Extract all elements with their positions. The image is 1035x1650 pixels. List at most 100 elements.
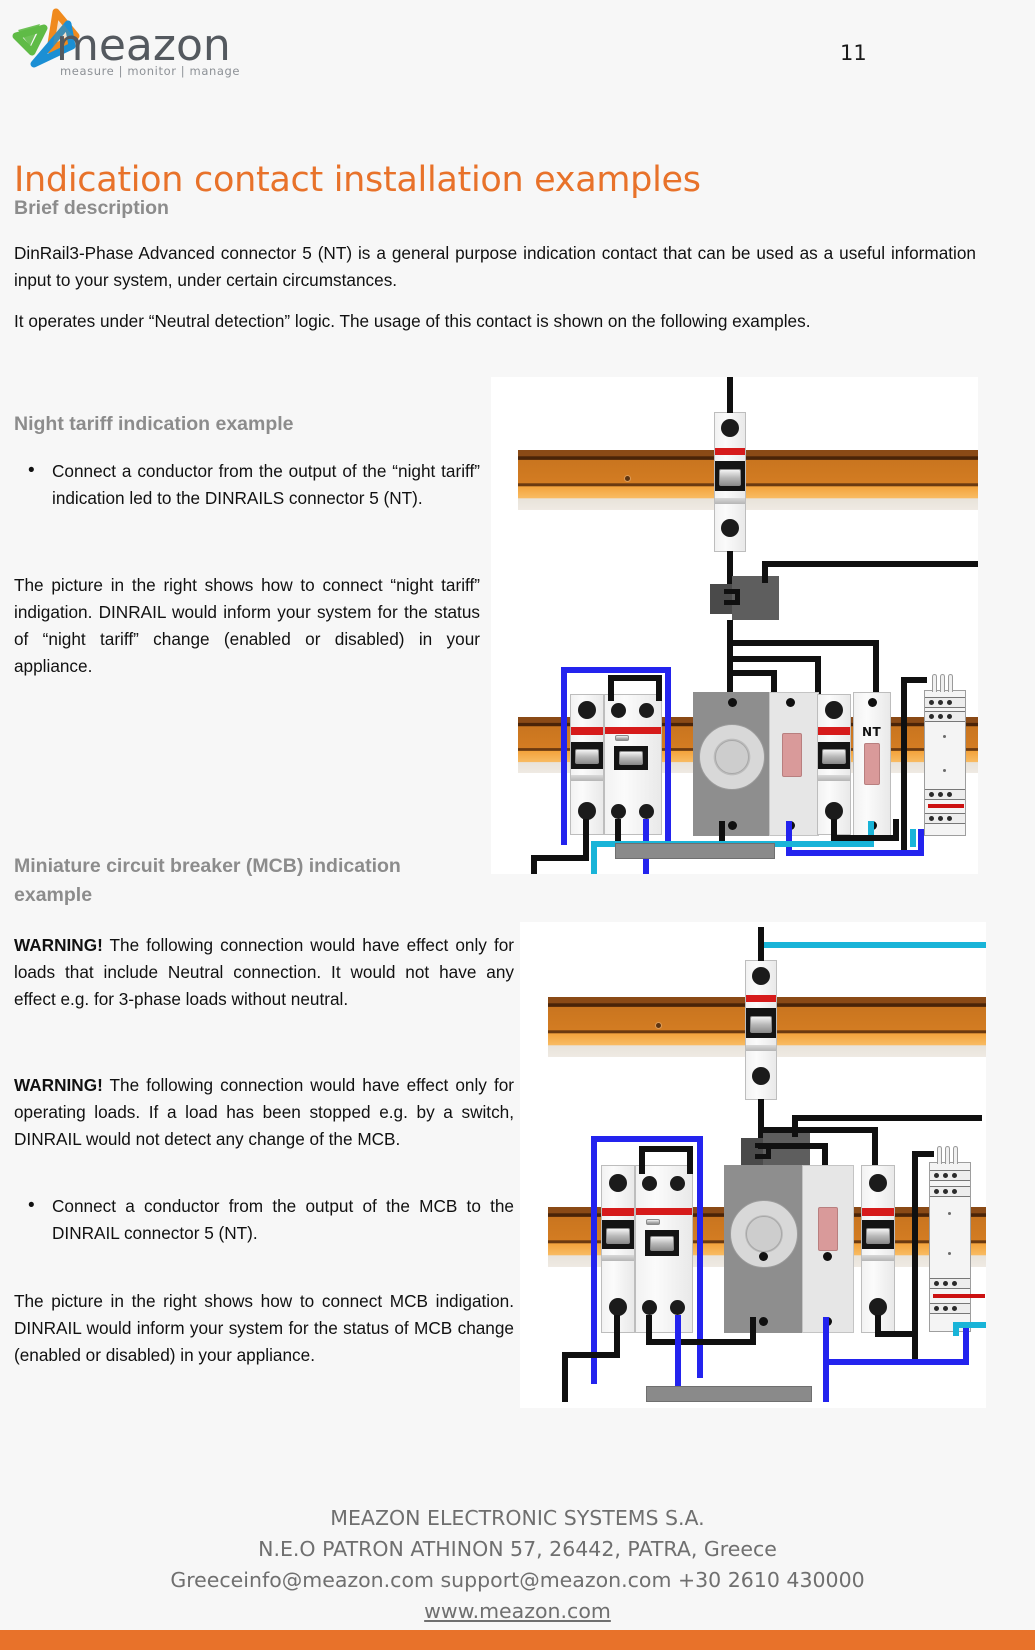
breaker-2-top-terminal: [825, 701, 843, 719]
wire-blue-right-riser: [918, 829, 924, 856]
meter-dial: [699, 724, 765, 790]
wire-bottom-3v: [893, 819, 899, 841]
meter-terminal-top-2: [823, 1252, 832, 1261]
wire-bus-2: [727, 656, 821, 662]
wire-bottom-1: [614, 1315, 620, 1358]
terminal-screw: [929, 816, 934, 821]
wire-conn-up: [762, 561, 768, 583]
mounting-base-bar: [615, 843, 775, 859]
breaker-top-terminal: [721, 419, 739, 437]
breaker-top-terminal: [752, 967, 770, 985]
wire-bottom-2v: [719, 821, 725, 847]
list-item: Connect a conductor from the output of t…: [14, 457, 480, 512]
wire-conn-right: [762, 561, 978, 567]
terminal-prong-2: [940, 674, 945, 692]
wire-blue-right-riser: [963, 1322, 969, 1365]
figure-night-tariff-diagram: NT: [491, 377, 978, 874]
warning-text-2: The following connection would have effe…: [14, 1075, 514, 1149]
wire-black-to-terminal: [912, 1151, 918, 1359]
footer-website-link[interactable]: www.meazon.com: [424, 1599, 611, 1623]
wire-blue-bottom-h: [823, 1359, 969, 1365]
meazon-logo: meazon measure | monitor | manage: [10, 6, 239, 82]
wire-bottom-2: [646, 1315, 652, 1345]
terminal-screw: [943, 1281, 948, 1286]
terminal-row-1: [925, 697, 965, 708]
rcd-bottom-terminal-2: [670, 1300, 685, 1315]
breaker-1-grey-band: [602, 1255, 634, 1261]
wire-cyan-right-riser: [910, 829, 916, 847]
terminal-screw: [938, 714, 943, 719]
page-number: 11: [840, 41, 867, 65]
heading-night-tariff: Night tariff indication example: [14, 413, 294, 435]
footer-accent-bar: [0, 1630, 1035, 1650]
rcd-red-band: [605, 727, 661, 734]
breaker-2-red-band: [818, 727, 850, 735]
breaker-2-grey-band: [818, 775, 850, 781]
breaker-1-lever: [606, 1228, 630, 1244]
warning-label: WARNING!: [14, 935, 103, 955]
figure-mcb-diagram: [520, 922, 986, 1408]
mcb-text: The picture in the right shows how to co…: [14, 1288, 514, 1369]
rcd-top-terminal-2: [670, 1176, 685, 1191]
wire-bus-1: [758, 1127, 878, 1133]
night-tariff-bullets: Connect a conductor from the output of t…: [14, 457, 480, 512]
warning-label: WARNING!: [14, 1075, 103, 1095]
terminal-dot: [948, 1212, 951, 1215]
terminal-row-2: [930, 1186, 970, 1197]
terminal-dot: [943, 769, 946, 772]
din-rail-hole: [625, 476, 630, 481]
mcb-paragraph-1: The picture in the right shows how to co…: [14, 1291, 514, 1365]
terminal-screw: [938, 700, 943, 705]
breaker-2-top-terminal: [869, 1174, 887, 1192]
terminal-screw: [929, 714, 934, 719]
nt-terminal-top: [868, 698, 877, 707]
terminal-screw: [938, 816, 943, 821]
terminal-screw: [947, 700, 952, 705]
footer-contacts: Greeceinfo@meazon.com support@meazon.com…: [170, 1568, 865, 1592]
rcd-top-terminal-1: [642, 1176, 657, 1191]
wire-bottom-1h: [531, 855, 589, 861]
terminal-dot: [943, 735, 946, 738]
breaker-top-bottom-terminal: [721, 519, 739, 537]
wire-cyan-right-riser: [953, 1322, 959, 1336]
wire-blue-left-riser: [561, 667, 567, 845]
wire-link-1: [639, 1146, 645, 1174]
breaker-2-grey-band: [862, 1255, 894, 1261]
terminal-screw: [952, 1173, 957, 1178]
breaker-1-lever: [575, 749, 599, 764]
rcd-top-terminal-2: [639, 703, 654, 718]
mcb-warning-paragraph-1: WARNING! The following connection would …: [14, 932, 514, 1013]
breaker-2-lever: [866, 1228, 890, 1244]
wire-blue-meter-drop: [786, 821, 792, 856]
breaker-2-bottom-terminal: [825, 802, 843, 820]
rcd-bottom-terminal-2: [639, 804, 654, 819]
rcd-top-terminal-1: [611, 703, 626, 718]
brief-paragraph-1: DinRail3-Phase Advanced connector 5 (NT)…: [14, 243, 976, 290]
meter-indicator-window: [818, 1207, 838, 1251]
wire-bottom-2: [615, 819, 621, 847]
breaker-1-red-band: [571, 727, 603, 735]
rcd-bottom-terminal-1: [611, 804, 626, 819]
meter-indicator-window: [782, 733, 802, 777]
terminal-row-3: [925, 789, 965, 800]
brief-paragraph-2: It operates under “Neutral detection” lo…: [14, 311, 811, 331]
wire-bottom-1h: [562, 1352, 620, 1358]
wire-black-to-terminal: [901, 677, 907, 853]
terminal-screw: [952, 1281, 957, 1286]
mcb-warning-2: WARNING! The following connection would …: [14, 1072, 514, 1153]
heading-brief-description: Brief description: [14, 197, 169, 219]
meter-dial-inner: [715, 740, 749, 774]
footer-company: MEAZON ELECTRONIC SYSTEMS S.A.: [330, 1506, 705, 1530]
breaker-top-lever: [719, 469, 741, 486]
logo-wordmark: meazon: [56, 20, 231, 71]
terminal-prong-1: [932, 674, 937, 692]
rcd-red-band: [636, 1208, 692, 1215]
connector-clip-3: [724, 600, 740, 605]
meazon-logo-mark: [12, 8, 80, 68]
mcb-bullet-list: Connect a conductor from the output of t…: [14, 1192, 514, 1247]
heading-mcb-line-1: Miniature circuit breaker (MCB) indicati…: [14, 855, 401, 877]
terminal-screw: [929, 792, 934, 797]
terminal-screw: [934, 1173, 939, 1178]
mounting-base-bar: [646, 1386, 812, 1402]
